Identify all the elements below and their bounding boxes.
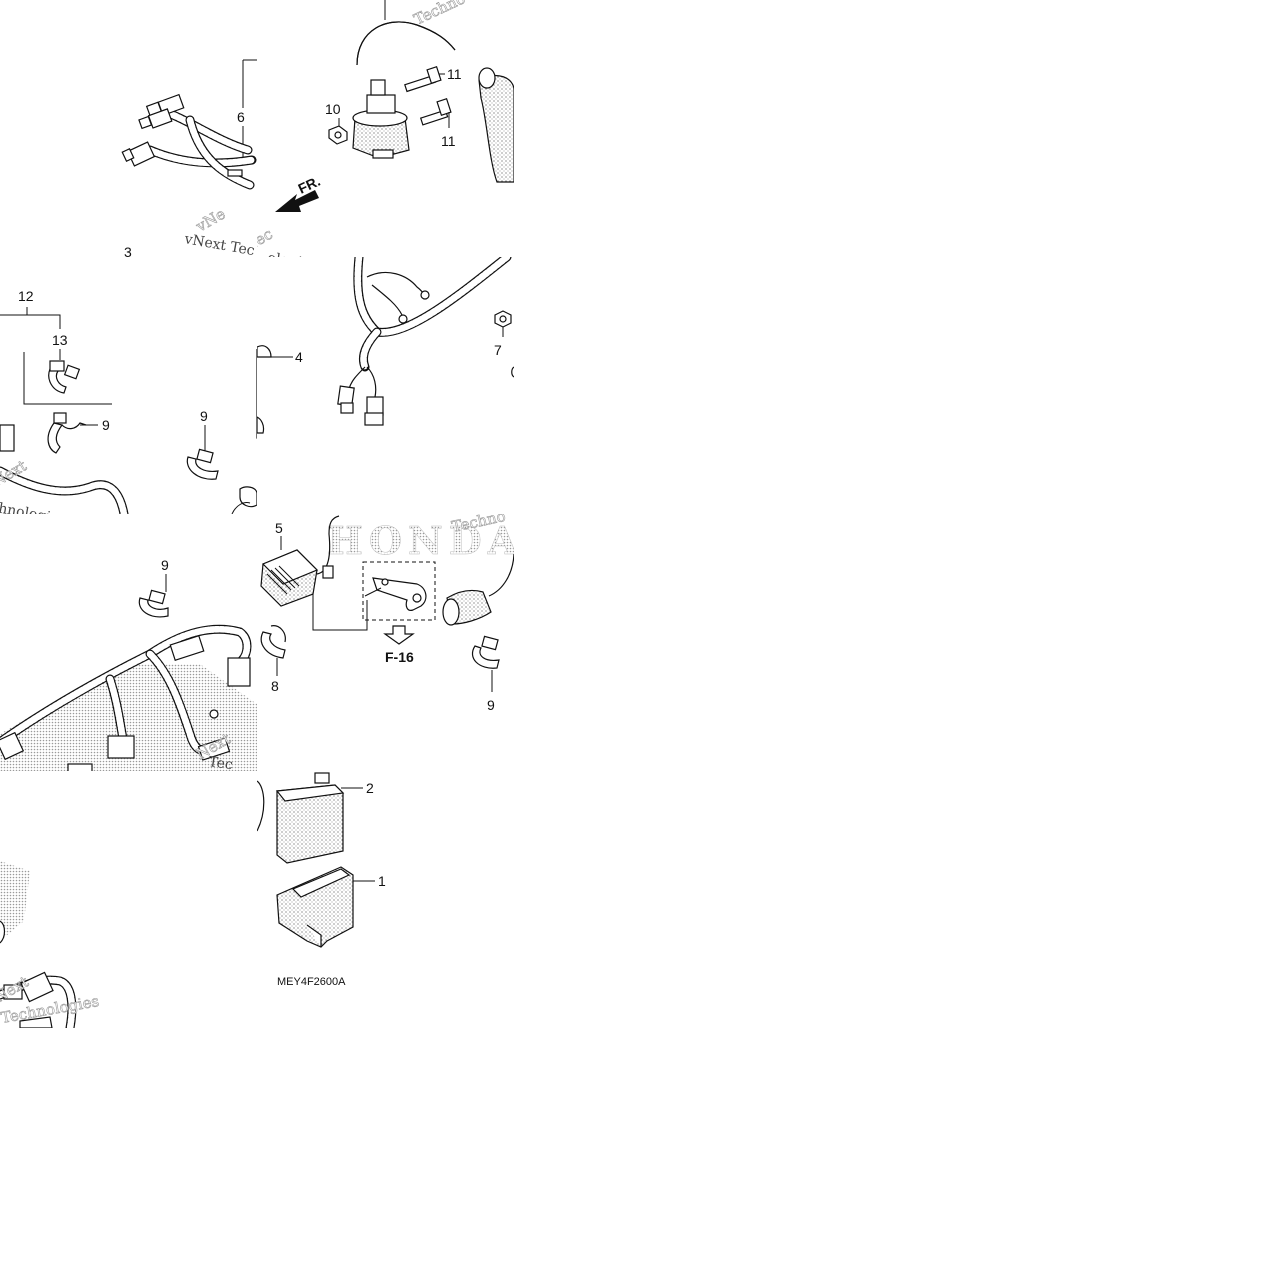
clamp-8	[260, 625, 286, 659]
harness-sub-drawing: 6 3 vNext Tec vNe	[121, 59, 257, 257]
front-direction-label: FR.	[296, 173, 323, 197]
clamp-9-upper	[138, 589, 169, 618]
reference-bracket-box	[362, 561, 436, 621]
watermark-text-3: Techno	[411, 0, 468, 29]
callout-11-lower: 11	[441, 133, 456, 149]
clamp-9-left	[47, 412, 87, 454]
clamp-9-mid	[186, 448, 219, 480]
connector-main-c	[107, 735, 135, 759]
watermark-text-10a: Tec	[207, 754, 234, 771]
sub-harness-drawing: 4 7	[257, 257, 514, 434]
clip-kit-drawing: 12 13 9 9 Nex	[0, 288, 257, 514]
rubber-sleeve	[442, 589, 492, 626]
tile-ignition-coil: 10 11 11 FR. Techno ologies Tec	[257, 0, 514, 257]
connector-6b	[138, 108, 173, 130]
regulator-rectifier	[260, 549, 319, 607]
tile-sub-harness-4-7: 4 7	[257, 257, 514, 514]
ignition-coil	[352, 79, 410, 159]
callout-9-a: 9	[102, 417, 110, 433]
bolt-11-upper	[404, 66, 442, 93]
tile-wire-harness-sub: 6 3 vNext Tec vNe	[0, 0, 257, 257]
callout-6: 6	[237, 109, 245, 125]
connector-end	[3, 971, 54, 1003]
callout-8: 8	[271, 678, 279, 694]
callout-11-upper: 11	[447, 66, 462, 82]
callout-5: 5	[275, 520, 283, 536]
callout-9-d: 9	[487, 697, 495, 713]
callout-9-c: 9	[161, 557, 169, 573]
tile-regulator: HONDA 5 F-16 8	[257, 514, 514, 771]
tile-main-harness: 9 Next Tec	[0, 514, 257, 771]
nut-10	[328, 125, 348, 145]
tile-clip-kit: 12 13 9 9 Nex	[0, 257, 257, 514]
battery-2	[275, 772, 345, 864]
reference-page-label: F-16	[385, 649, 414, 665]
connector-main-b	[227, 657, 251, 687]
bolt-11-lower	[419, 98, 452, 126]
harness-end-drawing: Next Technologies	[0, 861, 101, 1028]
callout-3: 3	[124, 244, 132, 257]
watermark-text-4b: Next	[0, 973, 32, 1007]
clamp-9-right	[471, 635, 500, 669]
regulator-drawing: HONDA 5 F-16 8	[260, 514, 514, 713]
brand-watermark-text: HONDA	[327, 518, 514, 563]
callout-2: 2	[366, 780, 374, 796]
spark-plug-lead	[356, 21, 456, 66]
battery-drawing: 2 1 MEY4F2600A	[257, 772, 386, 988]
front-direction-arrow	[275, 190, 319, 212]
connector-main-d	[197, 737, 231, 761]
nut-7	[494, 310, 512, 328]
watermark-text-5: chnologies	[0, 499, 67, 514]
watermark-text-1: vNext Tec	[182, 231, 256, 257]
callout-7: 7	[494, 342, 502, 358]
throttle-grip	[478, 67, 514, 183]
mounting-bracket	[364, 577, 427, 611]
callout-1: 1	[378, 873, 386, 889]
watermark-text-2: ologies	[266, 250, 318, 257]
callout-12: 12	[18, 288, 34, 304]
callout-9-b: 9	[200, 408, 208, 424]
part-4-cap	[257, 345, 272, 434]
ignition-coil-drawing: 10 11 11 FR. Techno ologies Tec	[257, 0, 514, 257]
connector-4b	[364, 366, 384, 426]
callout-10: 10	[325, 101, 341, 117]
watermark-text-6: vNe	[192, 205, 228, 236]
connector-6c	[121, 141, 156, 167]
clip-13	[48, 360, 81, 394]
battery-case-1	[276, 866, 354, 948]
reference-arrow	[383, 625, 415, 645]
tile-harness-end: Next Technologies	[0, 771, 257, 1028]
watermark-text-7: Tec	[257, 225, 276, 254]
diagram-code: MEY4F2600A	[277, 976, 346, 988]
tile-battery: 2 1 MEY4F2600A	[257, 771, 514, 1028]
connector-main-a	[169, 635, 205, 661]
main-harness-drawing: 9 Next Tec	[0, 557, 257, 771]
callout-13: 13	[52, 332, 68, 348]
connector-4a	[337, 366, 366, 414]
callout-4: 4	[295, 349, 303, 365]
